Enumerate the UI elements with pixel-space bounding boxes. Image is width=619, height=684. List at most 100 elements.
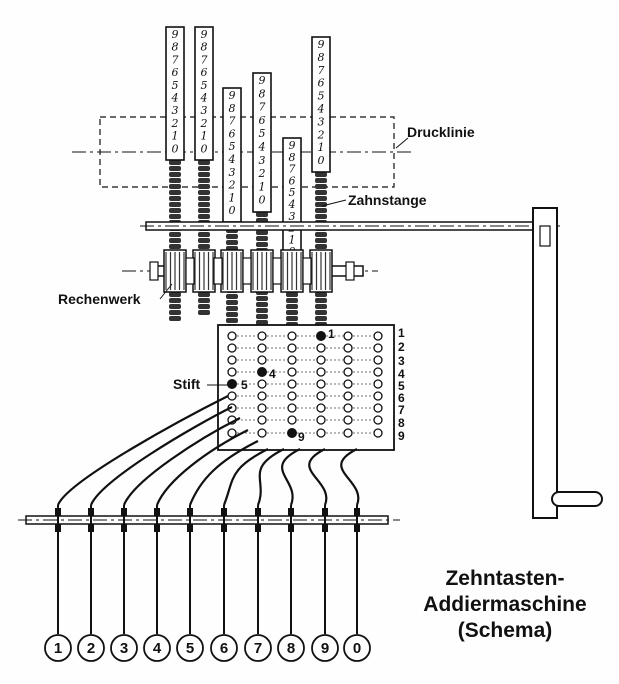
pin-hole [343,415,353,425]
rack-digit: 2 [228,179,236,192]
rack-tooth [198,238,210,243]
rack-tooth [286,310,298,315]
rack-tooth [315,208,327,213]
title-line-2: Addiermaschine [423,593,587,616]
pin-hole [373,415,383,425]
rack-digit: 4 [228,153,236,166]
rack-digit-strip [311,36,331,173]
key-label: 8 [287,640,295,657]
pin-hole [287,331,297,341]
key: 9 [311,505,339,662]
rack-tooth [169,166,181,171]
rack-tooth [169,172,181,177]
key: 4 [143,505,171,662]
key-linkage [281,448,301,506]
pin-hole [227,331,237,341]
rack-digit: 9 [289,139,296,152]
rack-digit: 3 [201,104,208,117]
pin-hole [316,415,326,425]
key-stem-collar [354,508,360,516]
row-number: 8 [398,416,405,430]
pin-hole [373,428,383,438]
rack-tooth [198,184,210,189]
rack-digit: 5 [229,140,236,153]
rack-tooth [169,160,181,165]
key-label: 6 [220,640,228,657]
rack-digit: 8 [201,41,208,54]
pin-hole [343,343,353,353]
rack-digit: 5 [172,79,179,92]
pin-hole [316,391,326,401]
key-stem-collar [288,508,294,516]
rack-tooth [226,318,238,323]
pin-hole [316,428,326,438]
rack-tooth [315,244,327,249]
rack-tooth [226,240,238,245]
rack-digit: 7 [318,64,325,77]
rack-tooth [315,184,327,189]
rack-tooth [256,212,268,217]
rack-tooth [286,304,298,309]
rack-digit: 3 [229,166,236,179]
pin-hole [287,355,297,365]
pin-hole [287,379,297,389]
pin-hole [316,367,326,377]
rack-digit: 9 [259,74,266,87]
rack-tooth [315,292,327,297]
rack-tooth [256,314,268,319]
rack-tooth [198,292,210,297]
key-stem-collar [354,524,360,532]
gear-spacer [213,257,223,285]
rack-digit: 7 [259,101,266,114]
rack-tooth [169,196,181,201]
rack-tooth [286,298,298,303]
key-stem-collar [288,524,294,532]
key-label: 1 [54,640,62,657]
rack-digit: 2 [200,117,208,130]
druckline-leader [395,137,409,149]
pin-hole [373,391,383,401]
rechenwerk-leader [159,283,173,300]
rack-tooth [198,310,210,315]
key-cap [143,634,171,662]
pin-hole [227,391,237,401]
pin-hole [257,343,267,353]
rack-digit: 6 [172,66,179,79]
pin-hole [373,343,383,353]
key: 2 [77,505,105,662]
key-label: 5 [186,640,194,657]
rack-digit: 1 [201,130,208,143]
rack-digit: 7 [201,53,208,66]
gear-spacer [302,257,312,285]
rack-tooth [315,316,327,321]
rack-tooth [256,308,268,313]
rack-digit-strip [252,72,272,213]
key-stem-collar [221,524,227,532]
rack-tooth [169,316,181,321]
key: 1 [44,505,72,662]
pin-label-9: 9 [298,430,305,444]
pin-hole [343,331,353,341]
pin-hole [316,403,326,413]
zahnstange-label: Zahnstange [348,192,427,208]
rack-digit: 8 [229,102,236,115]
pin-hole [316,355,326,365]
rack-tooth [315,238,327,243]
row-number: 6 [398,391,405,405]
pin-hole [287,403,297,413]
key-stem-collar [255,524,261,532]
rack-digit: 9 [172,28,179,41]
rack-tooth [226,306,238,311]
zahnstange-leader [321,199,347,207]
rack-digit: 8 [259,87,266,100]
rack-digit: 9 [229,89,236,102]
rack-digit: 5 [201,79,208,92]
pin-hole [373,355,383,365]
pin-hole [227,355,237,365]
key-stem-collar [322,508,328,516]
key: 5 [176,505,204,662]
